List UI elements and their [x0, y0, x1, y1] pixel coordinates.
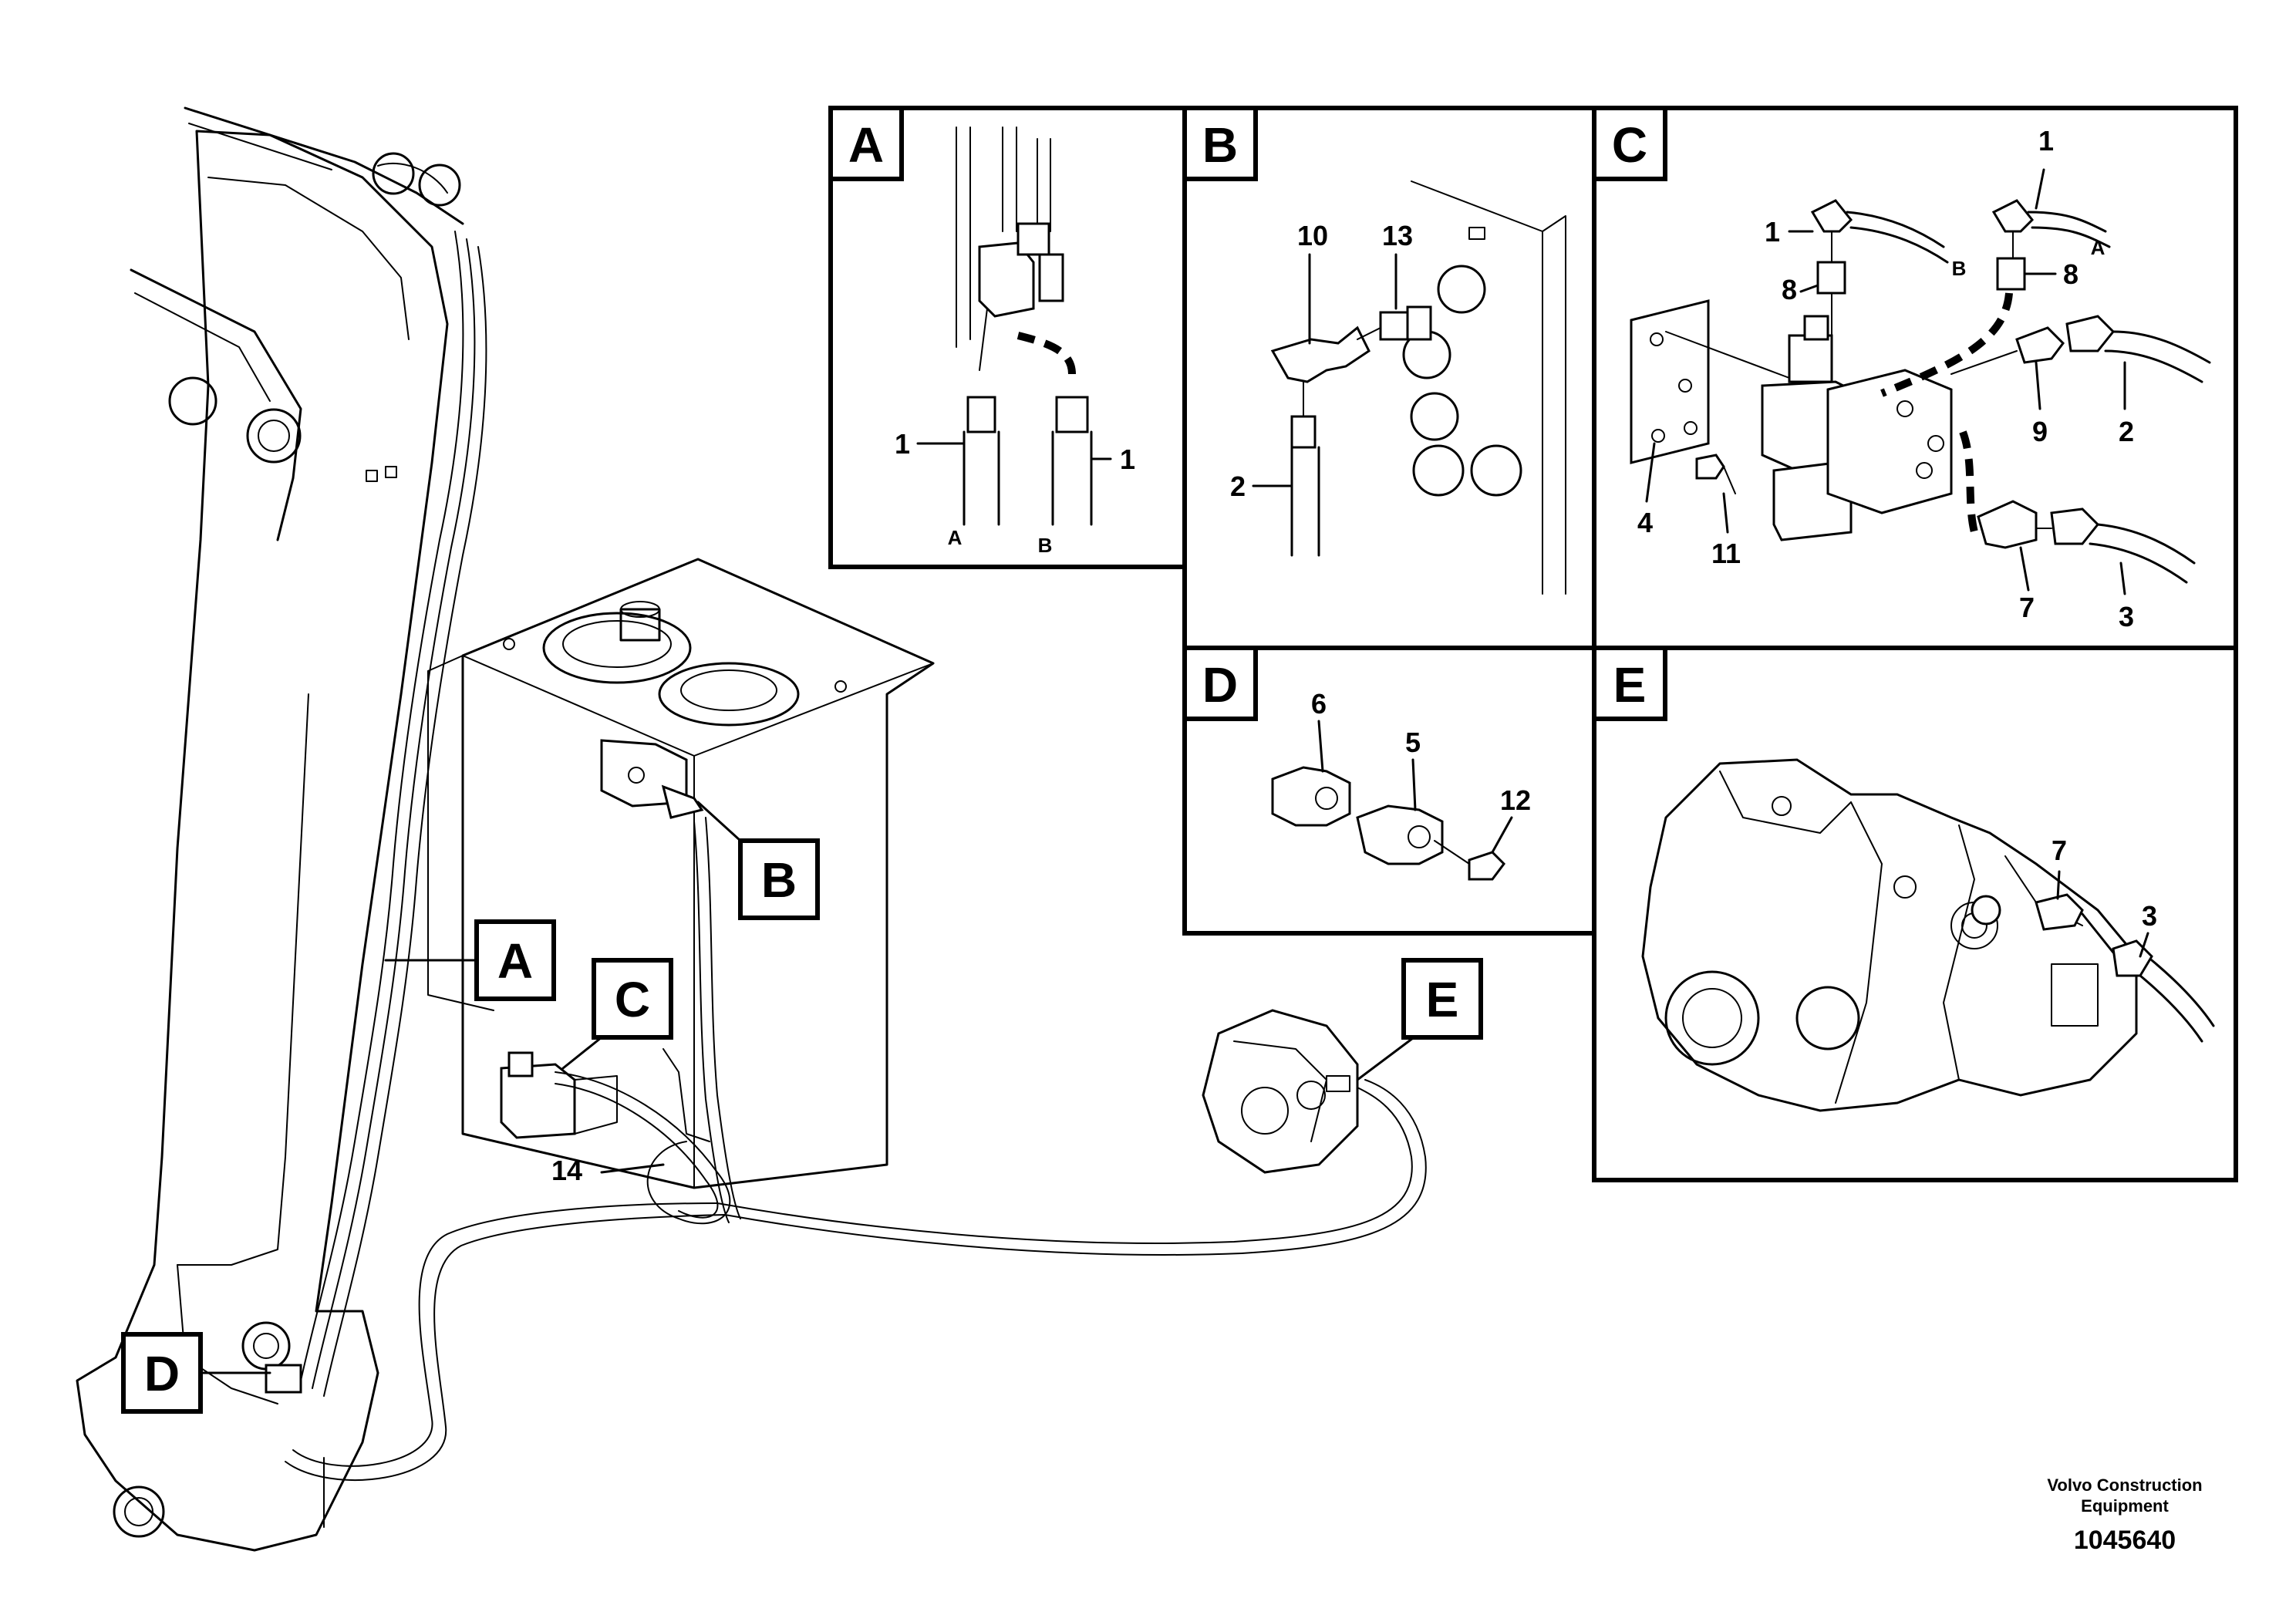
- detail-d-callout-6: 6: [1311, 688, 1327, 720]
- tag-box-d: [121, 1332, 203, 1414]
- detail-e-title: E: [1613, 657, 1647, 713]
- main-assembly-drawing: [76, 106, 1427, 1552]
- detail-frames: [828, 106, 2238, 1182]
- detail-b-callout-10: 10: [1297, 220, 1328, 251]
- detail-c-callout-9: 9: [2032, 416, 2048, 447]
- detail-b-callout-13: 13: [1382, 220, 1413, 251]
- detail-a-drawing: 1 1 A B: [895, 126, 1135, 557]
- detail-c-callout-3: 3: [2119, 601, 2134, 632]
- detail-b-frame: [1182, 106, 1596, 650]
- detail-c-callout-1-b: 1: [1765, 216, 1780, 248]
- company-name-line2: Equipment: [2081, 1496, 2169, 1516]
- detail-e-frame: [1592, 646, 2238, 1182]
- tag-a: A: [497, 933, 533, 989]
- detail-c-callout-4: 4: [1637, 507, 1653, 538]
- tag-box-a: [474, 919, 556, 1001]
- panel-title-tags: A B C D E: [828, 106, 1667, 721]
- detail-d-title: D: [1202, 657, 1238, 713]
- detail-c-callout-8-right: 8: [2063, 258, 2079, 290]
- tag-box-e: [1401, 958, 1483, 1040]
- detail-a-callout-1-left: 1: [895, 428, 910, 460]
- detail-c-callout-2: 2: [2119, 416, 2134, 447]
- detail-c-callout-11: 11: [1711, 538, 1741, 569]
- detail-b-callout-2: 2: [1230, 470, 1246, 502]
- detail-c-title: C: [1612, 117, 1647, 173]
- tag-e: E: [1426, 972, 1459, 1027]
- detail-c-port-a: A: [2091, 236, 2106, 259]
- detail-b-drawing: 10 13 2: [1230, 180, 1566, 595]
- callout-14: 14: [551, 1155, 582, 1186]
- detail-d-callout-12: 12: [1500, 784, 1531, 816]
- detail-c-callout-7: 7: [2019, 592, 2035, 623]
- tag-d: D: [144, 1346, 180, 1401]
- tag-c: C: [615, 972, 650, 1027]
- document-number: 1045640: [2074, 1526, 2176, 1555]
- detail-c-callout-1-a: 1: [2038, 125, 2054, 157]
- main-view-callouts: A B C D E 14: [121, 801, 1483, 1414]
- tag-box-b: [738, 838, 820, 920]
- detail-e-callout-7: 7: [2052, 835, 2067, 866]
- detail-c-drawing: 4 11 1 B 8 1 A 8: [1630, 125, 2211, 632]
- detail-c-port-b: B: [1952, 257, 1967, 280]
- detail-d-callout-5: 5: [1405, 727, 1421, 758]
- detail-b-title: B: [1202, 117, 1238, 173]
- detail-a-port-b: B: [1038, 534, 1053, 557]
- detail-c-callout-8-left: 8: [1782, 274, 1797, 305]
- detail-a-title: A: [848, 117, 884, 173]
- tag-b: B: [761, 852, 797, 908]
- detail-a-port-a: A: [948, 526, 963, 549]
- detail-d-drawing: 6 5 12: [1271, 688, 1531, 881]
- detail-e-drawing: 7 3: [1641, 758, 2215, 1112]
- footer: Volvo Construction Equipment 1045640: [2047, 1475, 2202, 1555]
- detail-e-callout-3: 3: [2142, 900, 2157, 932]
- company-name-line1: Volvo Construction: [2047, 1475, 2202, 1495]
- detail-a-callout-1-right: 1: [1120, 443, 1135, 475]
- tag-box-c: [592, 958, 673, 1040]
